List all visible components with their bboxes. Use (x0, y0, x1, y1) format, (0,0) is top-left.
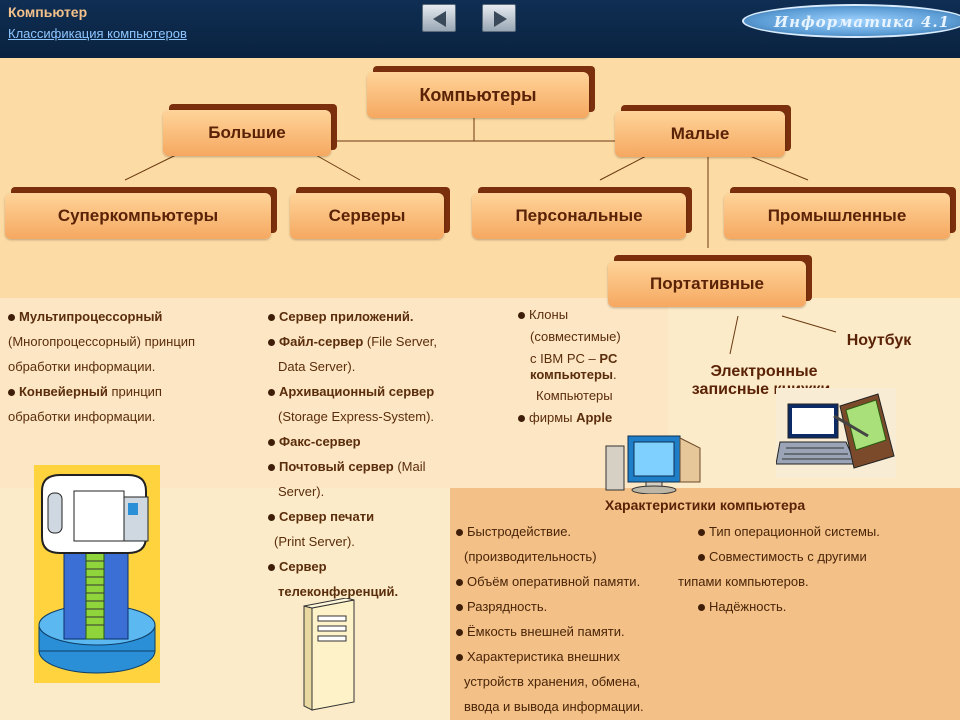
personal-clones-desc: (совместимые) (530, 329, 621, 344)
subject-badge: Информатика 4.1 (742, 4, 960, 38)
bullet-icon (8, 389, 15, 397)
char-external-desc: устройств хранения, обмена, (464, 674, 641, 689)
char-compat-desc: типами компьютеров. (678, 574, 809, 589)
node-industrial: Промышленные (724, 187, 956, 239)
server-print-desc: (Print Server). (274, 534, 355, 549)
node-big: Большие (163, 104, 337, 156)
server-mail: Почтовый сервер (279, 459, 394, 474)
characteristics-left: Быстродействие. (производительность) Объ… (456, 519, 682, 719)
personal-apple-pre: фирмы (529, 410, 577, 425)
node-portable-label: Портативные (608, 261, 806, 307)
personal-clones-ibm: с IBM PC – (530, 351, 600, 366)
personal-clones: Клоны (529, 307, 569, 322)
server-fax: Факс-сервер (279, 434, 361, 449)
characteristics-title: Характеристики компьютера (604, 497, 806, 513)
node-servers-label: Серверы (290, 193, 444, 239)
bullet-icon (268, 439, 275, 447)
server-file: Файл-сервер (279, 334, 364, 349)
feature-pipeline-rest: принцип (107, 384, 162, 399)
laptop-pda-illustration (776, 388, 896, 478)
char-external: Характеристика внешних (467, 649, 620, 664)
characteristics-background (450, 488, 960, 720)
server-conference-desc: телеконференций. (278, 584, 399, 599)
node-big-label: Большие (163, 110, 331, 156)
node-personal-label: Персональные (472, 193, 686, 239)
feature-multiprocessor-desc2: обработки информации. (8, 359, 156, 374)
server-file-rest: (File Server, (363, 334, 437, 349)
node-personal: Персональные (472, 187, 692, 239)
details-background (0, 298, 668, 488)
personal-clones-pc: PC (599, 351, 618, 366)
label-pda-line1: Электронные (710, 363, 818, 380)
arrow-right-icon (494, 11, 507, 27)
label-notebook: Ноутбук (846, 332, 912, 349)
bullet-icon (698, 529, 705, 537)
personal-clones-computers: компьютеры (530, 367, 613, 382)
server-mail-desc: Server). (278, 484, 325, 499)
subject-badge-label: Информатика 4.1 (774, 13, 951, 31)
supercomputer-illustration (34, 465, 160, 683)
arrow-left-icon (433, 11, 446, 27)
bullet-icon (456, 654, 463, 662)
bullet-icon (698, 554, 705, 562)
server-application: Сервер приложений. (279, 309, 414, 324)
bullet-icon (456, 604, 463, 612)
server-archive: Архивационный сервер (279, 384, 435, 399)
node-supercomputers: Суперкомпьютеры (5, 187, 277, 239)
bullet-icon (268, 314, 275, 322)
personal-apple: Компьютеры (536, 388, 613, 403)
bullet-icon (268, 564, 275, 572)
server-archive-desc: (Storage Express-System). (278, 409, 435, 424)
page-title: Компьютер (8, 4, 88, 20)
pc-illustration (605, 435, 701, 494)
server-print: Сервер печати (279, 509, 375, 524)
feature-multiprocessor-desc: (Многопроцессорный) принцип (8, 334, 196, 349)
bullet-icon (268, 514, 275, 522)
bullet-icon (518, 312, 525, 320)
supercomputer-features: Мультипроцессорный (Многопроцессорный) п… (8, 304, 258, 429)
bullet-icon (268, 339, 275, 347)
node-small-label: Малые (615, 111, 785, 157)
node-servers: Серверы (290, 187, 450, 239)
feature-multiprocessor: Мультипроцессорный (19, 309, 163, 324)
next-slide-button[interactable] (482, 4, 516, 32)
characteristics-right: Тип операционной системы. Совместимость … (678, 519, 918, 619)
bullet-icon (698, 604, 705, 612)
char-os: Тип операционной системы. (709, 524, 880, 539)
bullet-icon (268, 389, 275, 397)
bullet-icon (456, 629, 463, 637)
bullet-icon (268, 464, 275, 472)
feature-pipeline-desc: обработки информации. (8, 409, 156, 424)
char-compat: Совместимость с другими (709, 549, 867, 564)
char-bitness: Разрядность. (467, 599, 548, 614)
server-mail-rest: (Mail (393, 459, 426, 474)
node-computers: Компьютеры (367, 66, 595, 118)
breadcrumb-link[interactable]: Классификация компьютеров (8, 26, 187, 41)
char-ram: Объём оперативной памяти. (467, 574, 641, 589)
feature-pipeline: Конвейерный (19, 384, 108, 399)
bullet-icon (456, 529, 463, 537)
header-bar: Компьютер Классификация компьютеров Инфо… (0, 0, 960, 58)
char-external-desc2: ввода и вывода информации. (464, 699, 644, 714)
personal-apple-brand: Apple (576, 410, 613, 425)
char-reliability: Надёжность. (709, 599, 787, 614)
bullet-icon (456, 579, 463, 587)
server-types: Сервер приложений. Файл-сервер (File Ser… (268, 304, 468, 604)
char-storage: Ёмкость внешней памяти. (467, 624, 625, 639)
node-industrial-label: Промышленные (724, 193, 950, 239)
char-speed: Быстродействие. (467, 524, 572, 539)
server-tower-illustration (303, 598, 355, 711)
node-small: Малые (615, 105, 791, 157)
personal-types: Клоны (совместимые) с IBM PC – PC компью… (518, 304, 658, 429)
bullet-icon (8, 314, 15, 322)
server-conference: Сервер (279, 559, 327, 574)
node-supercomputers-label: Суперкомпьютеры (5, 193, 271, 239)
bullet-icon (518, 415, 525, 423)
node-computers-label: Компьютеры (367, 72, 589, 118)
char-performance: (производительность) (464, 549, 597, 564)
server-file-desc: Data Server). (278, 359, 356, 374)
personal-clones-period: . (612, 367, 617, 382)
prev-slide-button[interactable] (422, 4, 456, 32)
node-portable: Портативные (608, 255, 812, 307)
